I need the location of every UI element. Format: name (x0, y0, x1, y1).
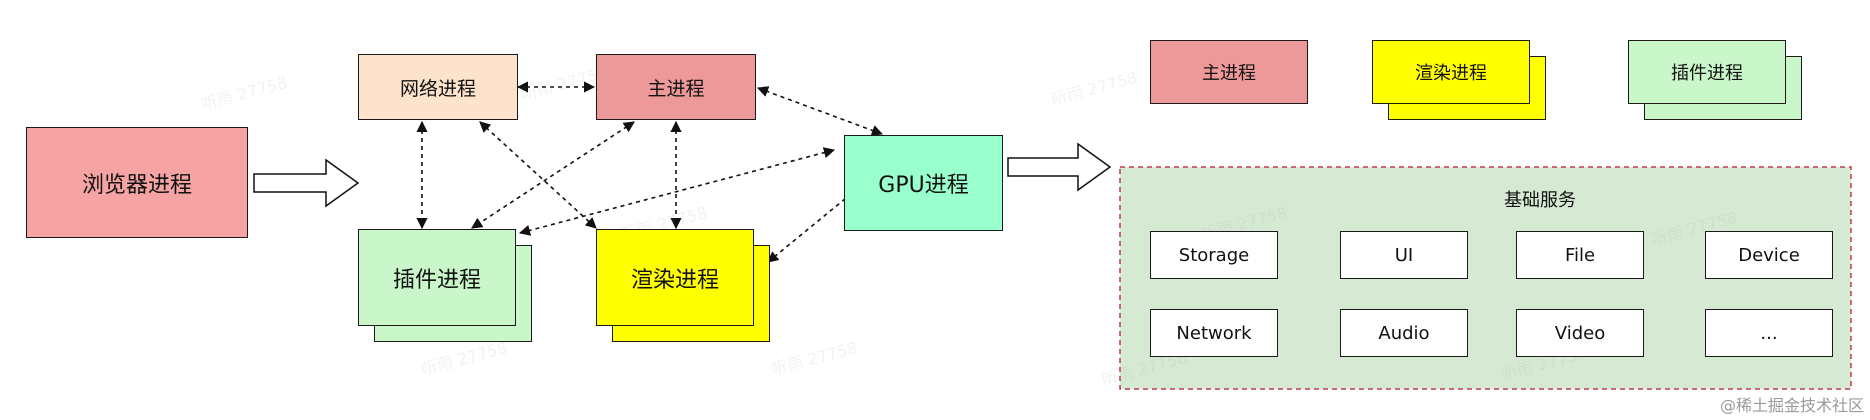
legend-main-process: 主进程 (1150, 40, 1308, 104)
link-plugin-gpu (518, 147, 836, 236)
browser-to-core-arrow (253, 158, 360, 208)
service-ui: UI (1340, 231, 1468, 279)
link-main-gpu (756, 86, 884, 136)
render-process-node: 渲染进程 (596, 229, 754, 326)
browser-process-node: 浏览器进程 (26, 127, 248, 238)
network-process-node: 网络进程 (358, 54, 518, 120)
gpu-to-services-arrow (1007, 142, 1112, 192)
plugin-process-node: 插件进程 (358, 229, 516, 326)
service-audio: Audio (1340, 309, 1468, 357)
service-more: ... (1705, 309, 1833, 357)
footer-credit: @稀土掘金技术社区 (1719, 396, 1864, 415)
service-storage: Storage (1150, 231, 1278, 279)
service-network: Network (1150, 309, 1278, 357)
link-main-plugin (471, 121, 635, 229)
gpu-process-node: GPU进程 (844, 135, 1003, 231)
services-title: 基础服务 (1504, 190, 1576, 211)
service-device: Device (1705, 231, 1833, 279)
service-video: Video (1516, 309, 1644, 357)
legend-plugin-process: 插件进程 (1628, 40, 1786, 104)
legend-render-process: 渲染进程 (1372, 40, 1530, 104)
main-process-node: 主进程 (596, 54, 756, 120)
service-file: File (1516, 231, 1644, 279)
